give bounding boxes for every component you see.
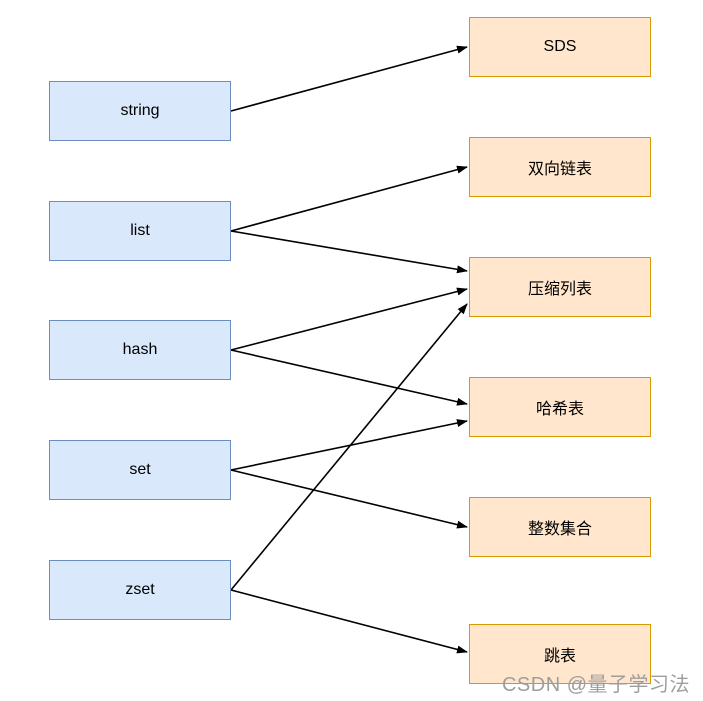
node-string: string [49,81,231,141]
node-hash: hash [49,320,231,380]
edge-string-sds [230,45,468,112]
edge-list-linkedlist [230,165,468,232]
node-skiplist: 跳表 [469,624,651,684]
node-list: list [49,201,231,261]
edge-zset-ziplist [230,303,468,591]
node-set: set [49,440,231,500]
edge-hash-hashtable [230,349,468,406]
edge-list-ziplist [230,230,468,274]
edge-zset-skiplist [230,589,468,654]
node-sds: SDS [469,17,651,77]
node-doubly-linked-list: 双向链表 [469,137,651,197]
csdn-watermark: CSDN @量子学习法 [501,674,690,696]
node-hashtable: 哈希表 [469,377,651,437]
edge-set-hashtable [230,419,468,471]
edge-hash-ziplist [230,287,468,351]
edge-set-intset [230,469,468,529]
node-zset: zset [49,560,231,620]
node-intset: 整数集合 [469,497,651,557]
node-ziplist: 压缩列表 [469,257,651,317]
